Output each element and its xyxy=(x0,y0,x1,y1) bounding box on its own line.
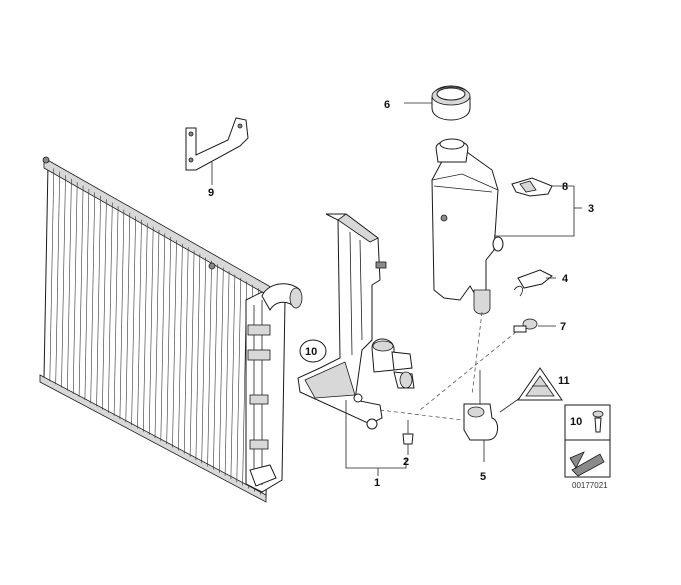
radiator-fin xyxy=(189,250,195,457)
callout-1: 1 xyxy=(374,477,380,489)
radiator-fin xyxy=(160,233,166,442)
reference-number: 00177021 xyxy=(572,481,608,490)
radiator-fin xyxy=(236,277,242,483)
radiator-fin xyxy=(119,209,125,420)
callout-5: 5 xyxy=(480,471,486,483)
radiator-fin xyxy=(113,206,119,416)
screw-part-7 xyxy=(419,318,556,411)
radiator-fin xyxy=(154,229,160,439)
radiator-fin xyxy=(166,236,171,445)
radiator-fin xyxy=(172,240,177,448)
radiator-fin xyxy=(201,257,206,464)
sensor-part-5 xyxy=(379,370,498,462)
callout-3: 3 xyxy=(588,203,594,215)
radiator-fin xyxy=(72,182,78,394)
radiator-fin xyxy=(102,199,107,410)
radiator-fin xyxy=(67,178,72,391)
callout-6: 6 xyxy=(384,99,390,111)
holder-part-1 xyxy=(297,213,415,430)
arrow-icon xyxy=(571,453,605,477)
radiator-fin xyxy=(49,168,55,382)
warning-label-part-11 xyxy=(499,367,563,413)
radiator-fin xyxy=(84,188,90,401)
callout-10: 10 xyxy=(305,346,317,358)
radiator-fin xyxy=(131,216,136,426)
radiator-fin xyxy=(137,219,142,429)
radiator-fin xyxy=(183,247,189,454)
radiator-fin xyxy=(213,264,218,470)
expansion-tank-part-3 xyxy=(431,138,504,396)
legend-box: 10 xyxy=(564,404,611,478)
cap-part-6 xyxy=(404,85,471,121)
radiator-fin xyxy=(224,271,230,476)
callout-7: 7 xyxy=(560,321,566,333)
callout-labels: 1 2 3 4 5 6 7 8 9 10 11 00177021 xyxy=(208,99,608,490)
radiator-fin xyxy=(78,185,84,397)
clip-part-4 xyxy=(513,269,556,297)
callout-4: 4 xyxy=(562,273,569,285)
radiator-fin xyxy=(148,226,154,435)
radiator-fin xyxy=(90,192,95,404)
legend-number: 10 xyxy=(570,416,582,428)
radiator-fin xyxy=(125,212,131,423)
callout-11: 11 xyxy=(558,375,570,387)
screw-part-2 xyxy=(402,420,414,455)
radiator-fin xyxy=(178,243,183,451)
radiator-fins xyxy=(49,168,265,495)
radiator-fin xyxy=(55,171,60,385)
callout-2: 2 xyxy=(403,456,409,468)
radiator-fin xyxy=(96,195,101,407)
radiator xyxy=(39,156,303,503)
radiator-fin xyxy=(108,202,113,413)
bracket-part-8 xyxy=(511,177,574,197)
callout-lines xyxy=(345,186,582,476)
radiator-fin xyxy=(61,175,66,388)
radiator-fin xyxy=(219,267,224,473)
radiator-fin xyxy=(207,260,212,467)
callout-8: 8 xyxy=(562,181,568,193)
radiator-fin xyxy=(143,223,148,432)
radiator-fin xyxy=(230,274,236,480)
radiator-fin xyxy=(195,253,201,461)
bracket-part-9 xyxy=(185,117,249,185)
callout-9: 9 xyxy=(208,187,214,199)
